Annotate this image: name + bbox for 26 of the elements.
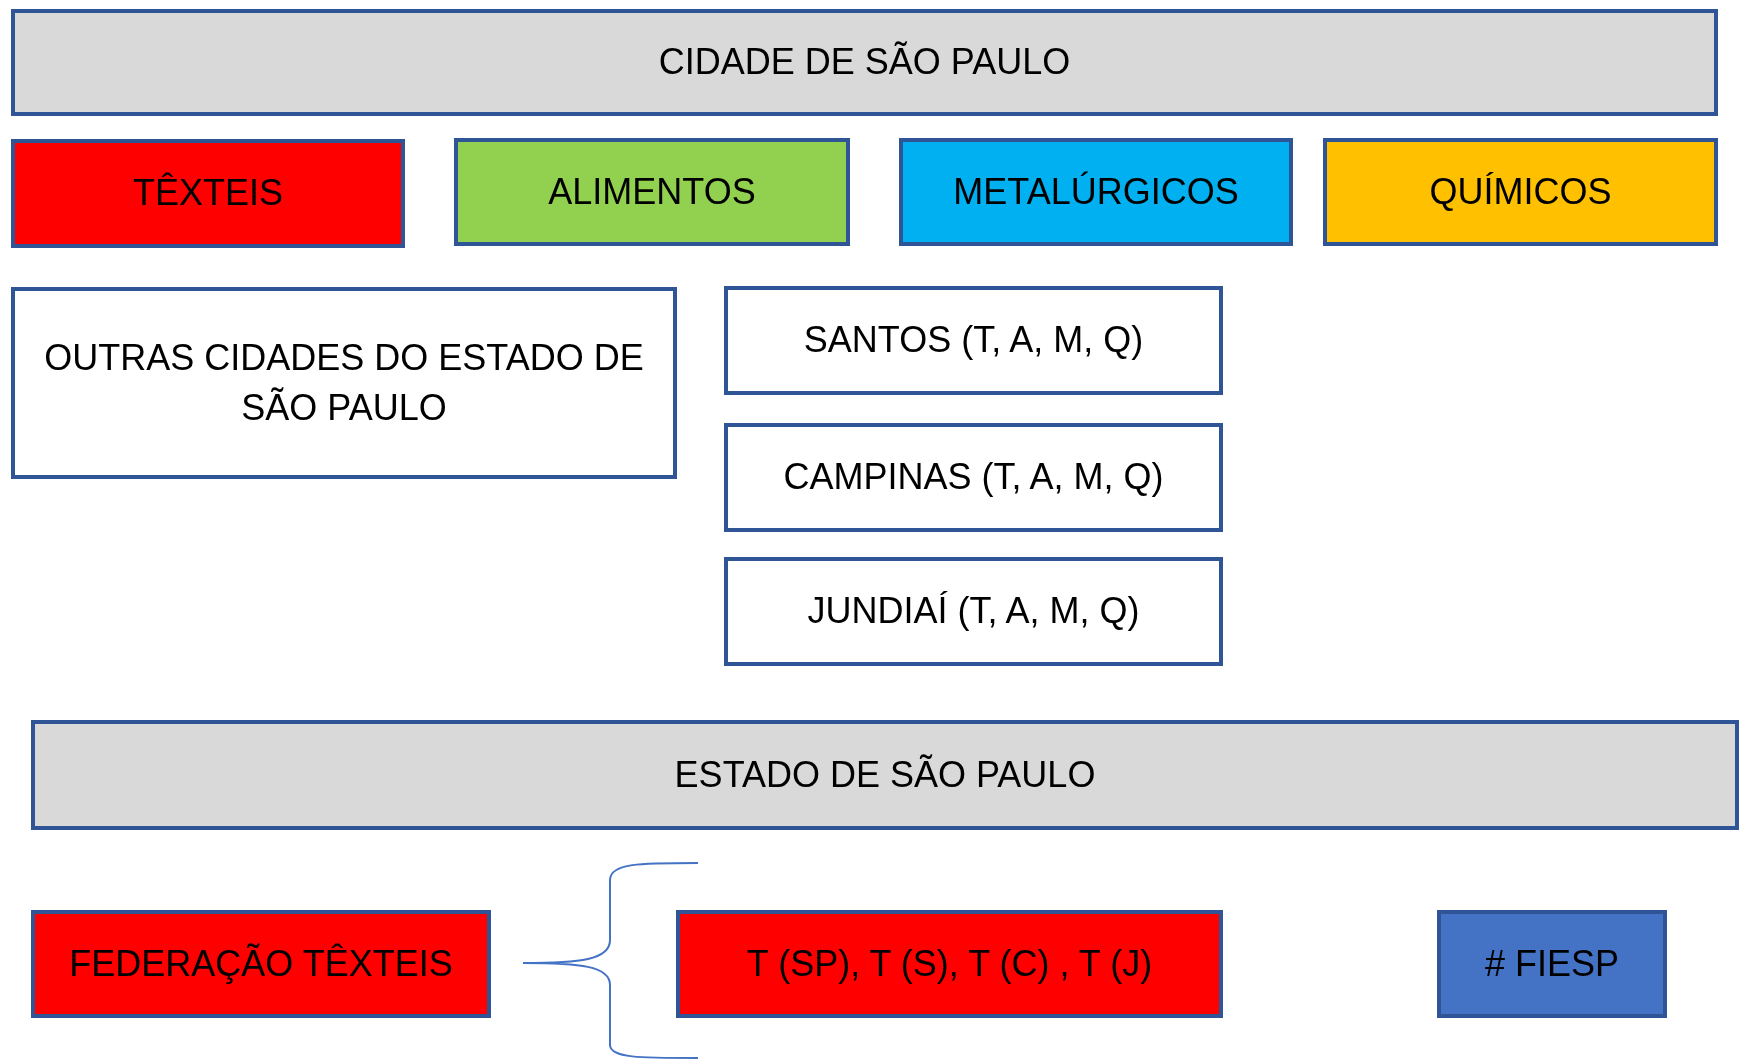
node-label: METALÚRGICOS (952, 169, 1240, 214)
node-label: CAMPINAS (T, A, M, Q) (782, 455, 1165, 500)
node-label: T (SP), T (S), T (C) , T (J) (745, 941, 1154, 986)
node-label: ALIMENTOS (547, 169, 757, 214)
city-box (724, 286, 1223, 395)
node-label: CIDADE DE SÃO PAULO (657, 40, 1072, 85)
category-box (1323, 138, 1718, 246)
node-label: SANTOS (T, A, M, Q) (802, 318, 1145, 363)
city-box (724, 557, 1223, 666)
category-box (899, 138, 1293, 246)
category-box (11, 139, 405, 248)
category-box (454, 138, 850, 246)
node-label: ESTADO DE SÃO PAULO (673, 752, 1097, 797)
federation-box (31, 910, 491, 1018)
node-label: JUNDIAÍ (T, A, M, Q) (806, 589, 1141, 634)
header-bar (11, 9, 1718, 116)
region-box (11, 287, 677, 479)
node-label: TÊXTEIS (132, 171, 284, 216)
node-label: QUÍMICOS (1428, 169, 1613, 214)
federation-box (1437, 910, 1667, 1018)
group-box (676, 910, 1223, 1018)
city-box (724, 423, 1223, 532)
node-label: FEDERAÇÃO TÊXTEIS (68, 941, 454, 986)
node-label: OUTRAS CIDADES DO ESTADO DE SÃO PAULO (43, 335, 645, 430)
node-label: # FIESP (1483, 941, 1621, 986)
header-bar (31, 720, 1739, 830)
